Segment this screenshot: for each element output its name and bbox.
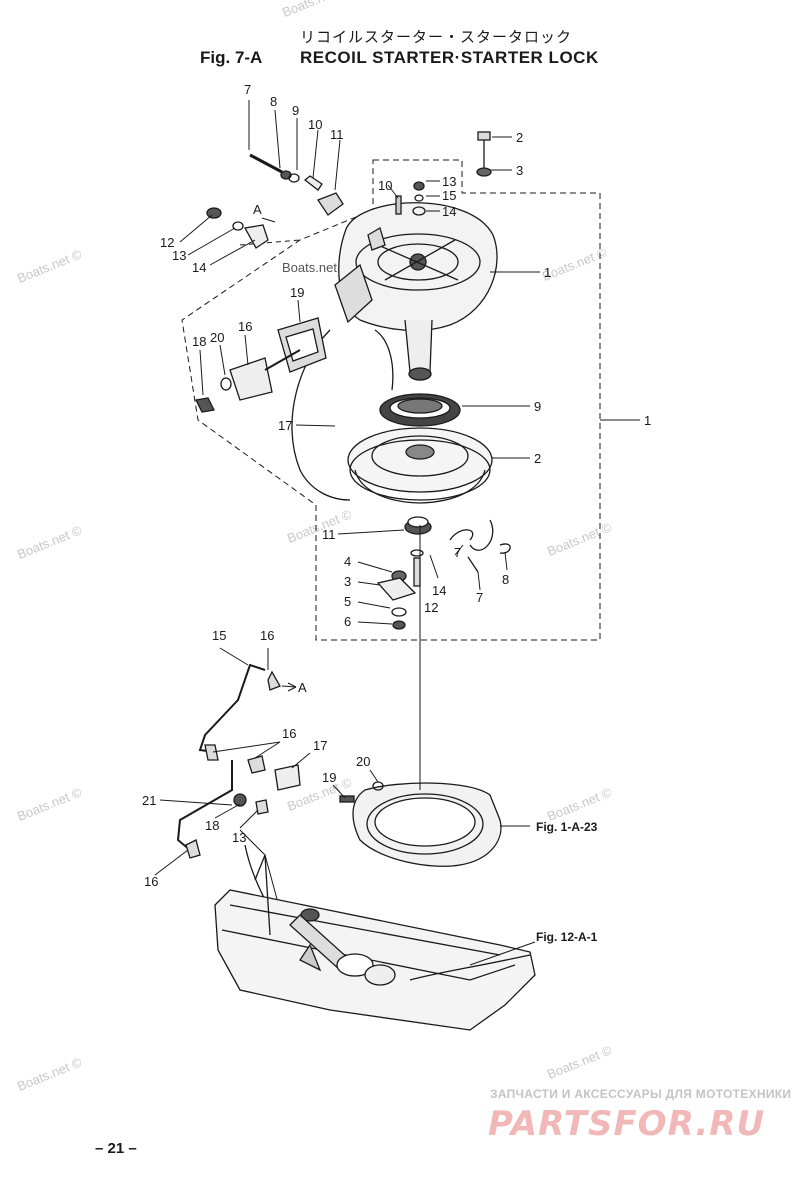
callout-number: 9: [292, 103, 299, 118]
starter-lock-assembly: [195, 317, 327, 413]
callout-number: 18: [192, 334, 206, 349]
japanese-title: リコイルスターター・スタータロック: [300, 28, 573, 46]
callout-number: 15: [442, 188, 456, 203]
recoil-spring-part: [379, 393, 461, 427]
callout-number: 7: [476, 590, 483, 605]
callout-number: 7: [454, 545, 461, 560]
brand-logo: PARTSFOR.RU: [488, 1104, 766, 1144]
figure-title: RECOIL STARTER·STARTER LOCK: [300, 48, 599, 67]
callout-letter: A: [253, 202, 262, 217]
arrow-a-top: [261, 217, 276, 223]
callout-number: 8: [502, 572, 509, 587]
callout-number: 2: [516, 130, 523, 145]
callout-number: 1: [544, 265, 551, 280]
callout-number: 6: [344, 614, 351, 629]
starter-housing-part: [334, 202, 498, 381]
callout-number: 18: [205, 818, 219, 833]
callout-number: 4: [344, 554, 351, 569]
callout-number: 17: [278, 418, 292, 433]
callout-number: 10: [308, 117, 322, 132]
callout-number: 13: [232, 830, 246, 845]
callout-number: 19: [290, 285, 304, 300]
lock-cable: [374, 329, 394, 391]
callout-number: 21: [142, 793, 156, 808]
callout-number: 12: [160, 235, 174, 250]
callout-number: 13: [442, 174, 456, 189]
callout-number: 3: [344, 574, 351, 589]
callout-number: 13: [172, 248, 186, 263]
callout-number: 20: [356, 754, 370, 769]
callout-number: 12: [424, 600, 438, 615]
callout-number: 15: [212, 628, 226, 643]
callout-number: 17: [313, 738, 327, 753]
callout-number: 16: [238, 319, 252, 334]
callout-number: 9: [534, 399, 541, 414]
arrow-a-bottom: [287, 682, 297, 692]
small-fasteners: [376, 549, 424, 630]
page-number: – 21 –: [95, 1140, 137, 1157]
callout-number: 16: [282, 726, 296, 741]
pawl-assembly-part: [404, 516, 511, 573]
top-right-fasteners: [367, 131, 492, 251]
callout-number: 11: [330, 127, 344, 142]
inline-watermark: Boats.net: [282, 260, 337, 275]
link-rods: [176, 663, 301, 911]
callout-number: 10: [378, 178, 392, 193]
callout-number: 2: [534, 451, 541, 466]
figure-id: Fig. 7-A: [200, 48, 263, 67]
rope-pulley-part: [347, 427, 493, 504]
callout-number: 16: [260, 628, 274, 643]
callout-number: 14: [432, 583, 446, 598]
callout-number: 14: [442, 204, 456, 219]
callout-number: 11: [322, 527, 336, 542]
callout-number: 20: [210, 330, 224, 345]
top-left-fasteners: [206, 153, 344, 249]
callout-number: 7: [244, 82, 251, 97]
callout-number: 8: [270, 94, 277, 109]
figure-reference: Fig. 12-A-1: [536, 930, 598, 944]
bottom-cowling-part: [214, 854, 536, 1031]
leader-dashed: [239, 239, 301, 246]
callout-number: 3: [516, 163, 523, 178]
callout-number: 19: [322, 770, 336, 785]
callout-letter: A: [298, 680, 307, 695]
callout-leaders: [154, 100, 640, 966]
callout-number: 14: [192, 260, 206, 275]
brand-subtitle: ЗАПЧАСТИ И АКСЕССУАРЫ ДЛЯ МОТОТЕХНИКИ: [490, 1087, 792, 1101]
mounting-ring-part: [339, 781, 502, 867]
callout-number: 1: [644, 413, 651, 428]
callout-number: 16: [144, 874, 158, 889]
figure-reference: Fig. 1-A-23: [536, 820, 598, 834]
callout-number: 5: [344, 594, 351, 609]
